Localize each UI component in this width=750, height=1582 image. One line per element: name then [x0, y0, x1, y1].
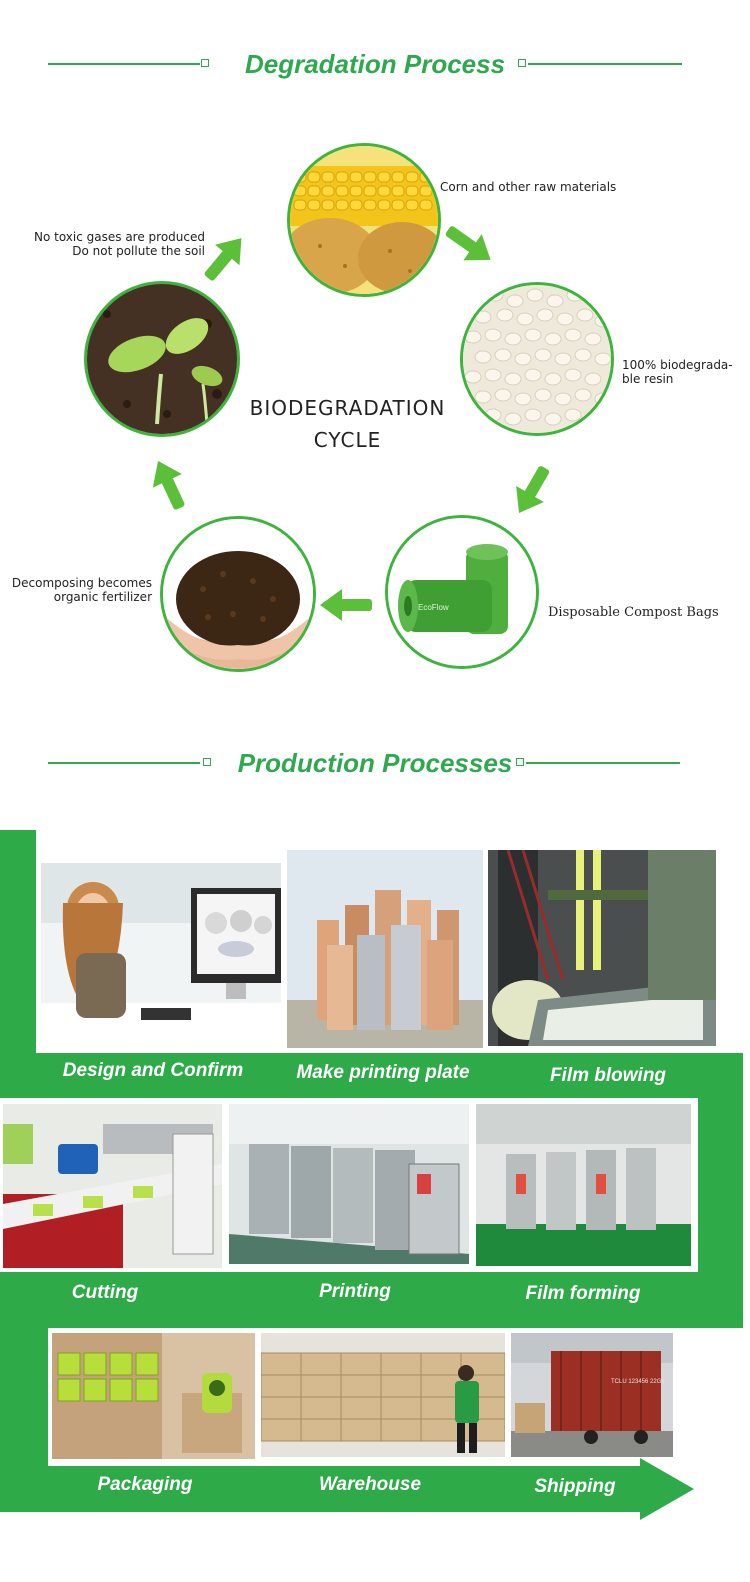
- production-heading: Production Processes: [0, 743, 750, 783]
- fertilizer-circle: [160, 516, 316, 672]
- heading-bullet-right: [518, 59, 526, 67]
- photo-shipping: TCLU 123456 22G1: [511, 1333, 673, 1457]
- flow-arrow-head-icon: [640, 1458, 694, 1520]
- cycle-title-line1: BIODEGRADATION: [249, 396, 446, 420]
- step-label-shipping: Shipping: [534, 1476, 616, 1497]
- step-label-printing: Printing: [319, 1281, 391, 1302]
- compost-bags-image: EcoFlow: [388, 518, 536, 666]
- photo-packaging: [52, 1333, 255, 1459]
- heading-rule-left: [48, 63, 200, 65]
- label-resin-line1: 100% biodegrada-: [622, 358, 733, 372]
- arrow-bags-to-soil-icon: [320, 589, 372, 621]
- cycle-arrows: [152, 226, 550, 621]
- cycle-title-line2: CYCLE: [313, 428, 382, 452]
- degradation-heading: Degradation Process: [0, 44, 750, 84]
- photo-film-blowing: [488, 850, 716, 1046]
- printing-plates-image: [287, 850, 483, 1048]
- photo-cutting: [3, 1104, 222, 1268]
- label-fertilizer-line1: Decomposing becomes: [11, 576, 152, 590]
- label-resin-line2: ble resin: [622, 372, 674, 386]
- photo-film-forming: [476, 1104, 691, 1266]
- seedling-circle: [84, 281, 240, 437]
- label-soil: No toxic gases are produced Do not pollu…: [20, 230, 205, 258]
- shipping-container-image: TCLU 123456 22G1: [511, 1333, 673, 1457]
- heading-rule-right: [528, 63, 682, 65]
- packaging-boxes-image: [52, 1333, 255, 1459]
- photo-design: [41, 863, 281, 1048]
- step-label-warehouse: Warehouse: [318, 1474, 422, 1495]
- label-soil-line2: Do not pollute the soil: [72, 244, 205, 258]
- heading-rule-right: [526, 762, 680, 764]
- heading-bullet-left: [203, 758, 211, 766]
- step-label-design: Design and Confirm: [62, 1060, 244, 1081]
- step-label-film-blowing: Film blowing: [549, 1065, 667, 1086]
- label-fertilizer: Decomposing becomes organic fertilizer: [8, 576, 152, 604]
- arrow-soil-to-seedling-icon: [152, 460, 185, 510]
- warehouse-boxes-image: [261, 1333, 505, 1457]
- resin-circle: [460, 282, 614, 436]
- cutting-machine-image: [3, 1104, 222, 1268]
- printing-press-image: [229, 1104, 469, 1264]
- flow-band-row1: [0, 1053, 743, 1098]
- label-resin: 100% biodegrada- ble resin: [622, 358, 733, 386]
- corn-circle: [287, 143, 441, 297]
- heading-rule-left: [48, 762, 200, 764]
- bag-brand-print: EcoFlow: [418, 603, 449, 612]
- soil-hands-image: [163, 519, 313, 669]
- heading-bullet-left: [201, 59, 209, 67]
- flow-band-row3: [0, 1466, 645, 1512]
- designer-at-desk-image: [41, 863, 281, 1048]
- step-label-packaging: Packaging: [97, 1474, 193, 1495]
- label-soil-line1: No toxic gases are produced: [34, 230, 205, 244]
- arrow-seedling-to-corn-icon: [204, 238, 242, 281]
- flow-band-row2: [0, 1272, 743, 1328]
- label-fertilizer-line2: organic fertilizer: [53, 590, 152, 604]
- degradation-heading-text: Degradation Process: [244, 49, 506, 79]
- photo-printing: [229, 1104, 469, 1264]
- step-label-film-forming: Film forming: [525, 1283, 641, 1304]
- photo-warehouse: [261, 1333, 505, 1457]
- label-bags: Disposable Compost Bags: [548, 605, 719, 620]
- arrow-resin-to-bags-icon: [516, 466, 550, 514]
- film-blowing-machine-image: [488, 850, 716, 1046]
- production-heading-text: Production Processes: [237, 748, 513, 778]
- biodegradation-cycle: Corn and other raw materials 100% biodeg…: [0, 130, 750, 690]
- film-forming-machines-image: [476, 1104, 691, 1266]
- heading-bullet-right: [516, 758, 524, 766]
- container-id-print: TCLU 123456 22G1: [611, 1379, 665, 1385]
- bags-circle: EcoFlow: [385, 515, 539, 669]
- step-label-cutting: Cutting: [71, 1282, 139, 1303]
- seedling-image: [87, 284, 237, 434]
- arrow-corn-to-resin-icon: [445, 226, 491, 261]
- resin-pellets-image: [463, 285, 611, 433]
- step-label-plate: Make printing plate: [296, 1062, 470, 1083]
- photo-plates: [287, 850, 483, 1048]
- label-corn: Corn and other raw materials: [440, 180, 617, 194]
